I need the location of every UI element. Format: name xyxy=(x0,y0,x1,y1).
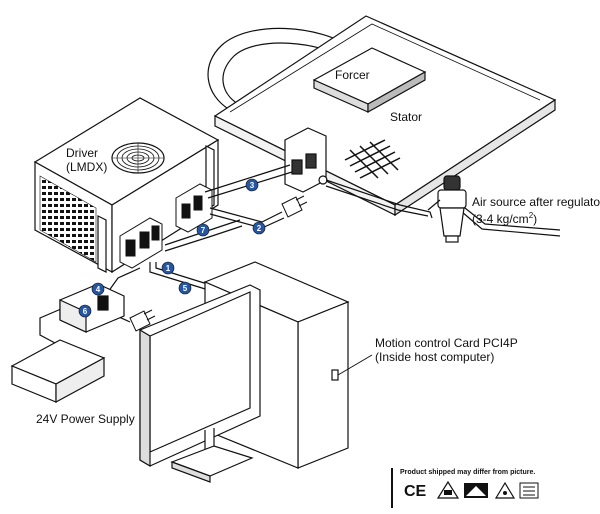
callout-1-number: 1 xyxy=(166,264,171,273)
callout-7-number: 7 xyxy=(201,226,206,235)
callout-3: 3 xyxy=(245,178,259,192)
monitor xyxy=(139,284,261,483)
callout-4: 4 xyxy=(91,282,105,296)
recycle-mark-icon xyxy=(519,482,539,499)
driver-connectors xyxy=(119,183,213,269)
terminal-box xyxy=(59,283,125,333)
motion-card-label: Motion control Card PCI4P xyxy=(375,336,518,350)
stator-label: Stator xyxy=(390,110,423,124)
callout-7: 7 xyxy=(196,223,210,237)
cables xyxy=(39,164,293,344)
air-source-label: Air source after regulator xyxy=(472,195,600,209)
callout-4-number: 4 xyxy=(96,285,101,294)
driver-model-label: (LMDX) xyxy=(66,160,108,174)
certification-bar: CE xyxy=(391,468,539,508)
air-pressure-close: ) xyxy=(533,212,538,226)
stator xyxy=(213,15,557,217)
safety-mark-icon xyxy=(436,480,460,499)
air-pressure-label: (3-4 kg/cm2) xyxy=(472,209,537,226)
plug-icon xyxy=(129,195,308,332)
callout-6-number: 6 xyxy=(83,307,88,316)
emc-mark-icon xyxy=(464,483,488,498)
callout-5: 5 xyxy=(178,281,192,295)
callout-6: 6 xyxy=(78,304,92,318)
motion-card-location-label: (Inside host computer) xyxy=(375,350,495,364)
driver-label: Driver xyxy=(66,146,98,160)
forcer xyxy=(312,47,427,114)
air-pressure-exponent: 2 xyxy=(528,211,534,220)
disclaimer-text: Product shipped may differ from picture. xyxy=(400,469,536,476)
callout-2-number: 2 xyxy=(257,224,262,233)
callout-2: 2 xyxy=(252,221,266,235)
stator-grid-mark xyxy=(344,139,401,179)
stator-connector xyxy=(284,127,328,193)
ce-mark: CE xyxy=(404,483,427,500)
motion-card-leader xyxy=(337,354,373,376)
air-pressure-text: (3-4 kg/cm xyxy=(472,212,529,226)
power-supply xyxy=(10,339,106,404)
callout-3-number: 3 xyxy=(250,181,255,190)
fan-icon xyxy=(111,142,165,174)
power-supply-label: 24V Power Supply xyxy=(36,412,135,426)
forcer-label: Forcer xyxy=(335,68,370,82)
eco-mark-icon xyxy=(494,481,516,499)
callout-1: 1 xyxy=(161,261,175,275)
air-regulator xyxy=(427,175,467,243)
callout-5-number: 5 xyxy=(183,284,188,293)
